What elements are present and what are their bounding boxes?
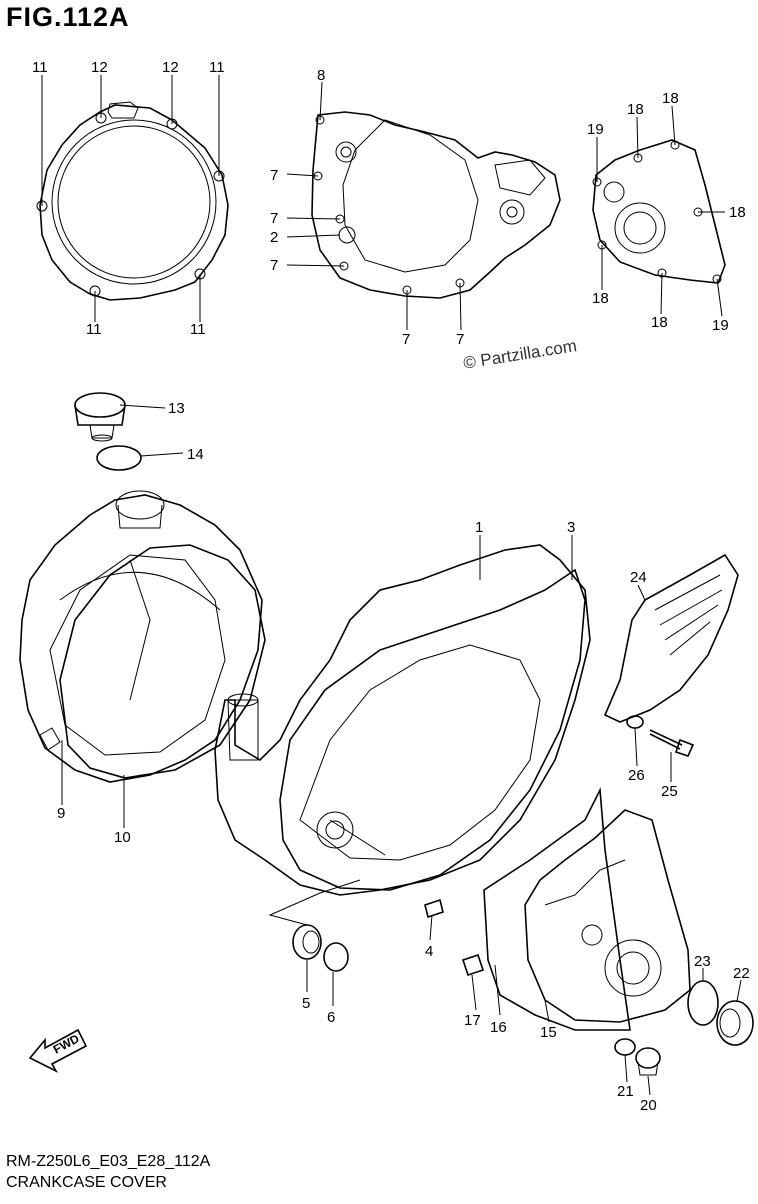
callout-26: 26 xyxy=(628,767,645,784)
callout-5: 5 xyxy=(302,995,310,1012)
callout-15: 15 xyxy=(540,1024,557,1041)
callout-18: 18 xyxy=(592,290,609,307)
callout-4: 4 xyxy=(425,943,433,960)
callout-23: 23 xyxy=(694,953,711,970)
callout-1: 1 xyxy=(475,519,483,536)
callout-14: 14 xyxy=(187,446,204,463)
callout-18: 18 xyxy=(651,314,668,331)
water-pump-cover xyxy=(603,553,739,723)
callout-24: 24 xyxy=(630,569,647,586)
callout-19: 19 xyxy=(712,317,729,334)
callout-16: 16 xyxy=(490,1019,507,1036)
callout-13: 13 xyxy=(168,400,185,417)
callout-7: 7 xyxy=(270,167,278,184)
drawing-code: RM-Z250L6_E03_E28_112A xyxy=(6,1153,211,1170)
magneto-cover xyxy=(524,809,691,1023)
callout-10: 10 xyxy=(114,829,131,846)
figure-title: FIG.112A xyxy=(6,2,130,32)
leader-lines xyxy=(41,75,742,1096)
callout-6: 6 xyxy=(327,1009,335,1026)
callout-18: 18 xyxy=(662,90,679,107)
callout-7: 7 xyxy=(402,331,410,348)
callout-11: 11 xyxy=(86,321,102,338)
o-ring-21 xyxy=(614,1038,636,1056)
oil-filler-cap xyxy=(74,392,126,442)
bolt-25 xyxy=(649,729,695,757)
callout-18: 18 xyxy=(729,204,746,221)
callout-11: 11 xyxy=(32,59,48,76)
callout-18: 18 xyxy=(627,101,644,118)
plug-22 xyxy=(716,1000,754,1046)
forward-arrow-icon: FWD xyxy=(28,1028,88,1073)
callout-12: 12 xyxy=(91,59,108,76)
callout-7: 7 xyxy=(456,331,464,348)
callout-11: 11 xyxy=(209,59,225,76)
callout-25: 25 xyxy=(661,783,678,800)
callout-20: 20 xyxy=(640,1097,657,1114)
callout-8: 8 xyxy=(317,67,325,84)
callout-labels: 11 12 12 11 11 11 8 7 7 2 7 7 7 19 18 18… xyxy=(32,59,750,1114)
callout-19: 19 xyxy=(587,121,604,138)
clutch-cover-gasket-10 xyxy=(59,544,266,779)
callout-11: 11 xyxy=(190,321,206,338)
callout-7: 7 xyxy=(270,257,278,274)
callout-9: 9 xyxy=(57,805,65,822)
callout-22: 22 xyxy=(733,965,750,982)
o-ring-23 xyxy=(687,980,719,1026)
callout-12: 12 xyxy=(162,59,179,76)
crankcase-gasket-outline xyxy=(311,111,561,299)
o-ring-14 xyxy=(96,445,142,471)
figure-subtitle: CRANKCASE COVER xyxy=(6,1174,167,1191)
plug-20 xyxy=(635,1047,661,1076)
callout-3: 3 xyxy=(567,519,575,536)
callout-7: 7 xyxy=(270,210,278,227)
crankcase-gasket-3 xyxy=(279,568,586,891)
magneto-cover-gasket-16 xyxy=(483,787,631,1031)
oil-seal-5 xyxy=(292,924,322,960)
clutch-cover xyxy=(19,490,263,783)
callout-21: 21 xyxy=(617,1083,634,1100)
circlip-6 xyxy=(323,942,349,972)
callout-2: 2 xyxy=(270,229,278,246)
washer-26 xyxy=(626,715,644,729)
callout-17: 17 xyxy=(464,1012,481,1029)
clutch-cover-gasket-outline xyxy=(36,101,229,301)
dowel-pin-17 xyxy=(461,953,485,977)
fwd-label: FWD xyxy=(51,1031,82,1056)
crankcase xyxy=(214,544,591,896)
dowel-pin-4 xyxy=(424,898,444,919)
